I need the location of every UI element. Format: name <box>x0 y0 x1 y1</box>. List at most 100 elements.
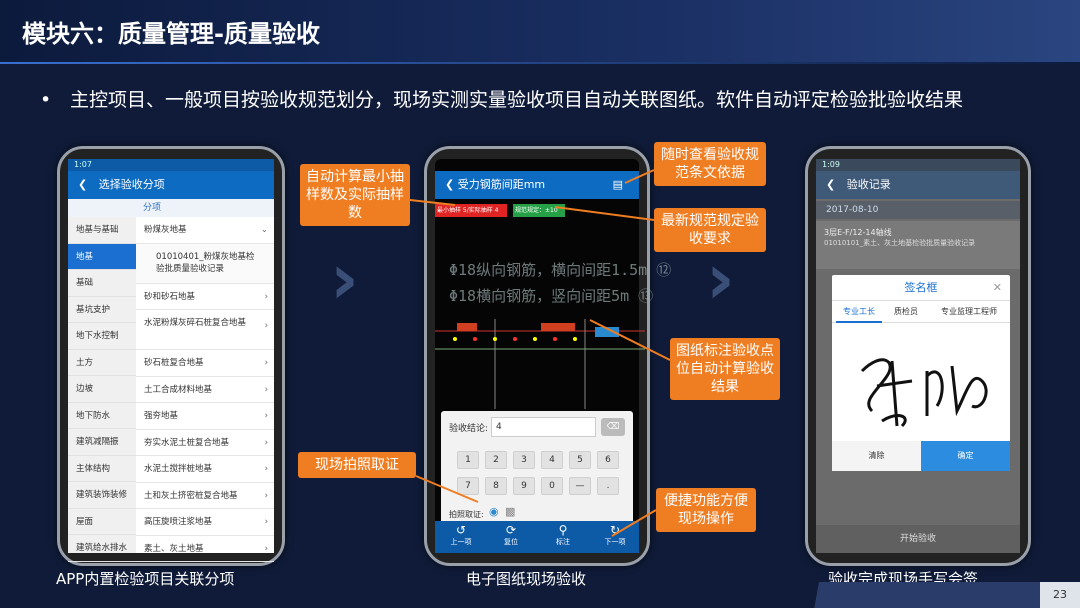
category-item-selected[interactable]: 地基 <box>68 243 136 270</box>
back-icon[interactable]: ❮ <box>826 178 836 191</box>
tab-supervisor[interactable]: 专业监理工程师 <box>941 307 997 316</box>
key-button[interactable]: 3 <box>513 451 535 469</box>
signature-buttons: 清除 确定 <box>832 441 1010 471</box>
chevron-right-icon: › <box>264 411 268 421</box>
subitem-label: 素土、灰土地基 <box>144 543 204 554</box>
chevron-right-icon: › <box>706 238 735 320</box>
subitem-row[interactable]: 砂和砂石地基› <box>136 284 274 310</box>
record-date: 2017-08-10 <box>816 201 1020 219</box>
signature-dialog: 签名框✕ 专业工长 质检员 专业监理工程师 清除 确定 <box>832 275 1010 471</box>
callout-auto-calc: 自动计算最小抽样数及实际抽样数 <box>300 164 410 226</box>
category-item[interactable]: 建筑装饰装修 <box>68 482 136 509</box>
record-title: 3层E-F/12-14轴线 <box>824 228 892 237</box>
signer-tabs: 专业工长 质检员 专业监理工程师 <box>832 301 1010 323</box>
key-button[interactable]: 7 <box>457 477 479 495</box>
photo-label: 拍照取证: <box>449 510 484 519</box>
key-button[interactable]: — <box>569 477 591 495</box>
chevron-right-icon: › <box>264 464 268 474</box>
bottom-toolbar: ↺上一项 ⟳复位 ⚲标注 ↻下一项 <box>435 521 639 553</box>
key-button[interactable]: 4 <box>541 451 563 469</box>
subitem-label: 强夯地基 <box>144 411 179 421</box>
subitem-row[interactable]: 水泥粉煤灰碎石桩复合地基› <box>136 310 274 350</box>
book-icon[interactable]: ▤ <box>612 178 623 191</box>
category-item[interactable]: 基础 <box>68 270 136 297</box>
category-item[interactable]: 土方 <box>68 350 136 376</box>
tab-label: 下一项 <box>604 538 626 546</box>
next-item-button[interactable]: ↻下一项 <box>595 523 635 547</box>
category-list: 地基与基础 地基 基础 基坑支护 地下水控制 土方 边坡 地下防水 建筑减隔振 … <box>68 217 136 562</box>
subitem-label: 土工合成材料地基 <box>144 384 213 395</box>
key-button[interactable]: 5 <box>569 451 591 469</box>
subitem-row[interactable]: 土和灰土挤密桩复合地基› <box>136 483 274 509</box>
status-bar: 1:07 <box>68 159 274 171</box>
subitem-row[interactable]: 高压旋喷注浆地基› <box>136 509 274 536</box>
image-icon[interactable]: ▩ <box>505 505 516 518</box>
category-item[interactable]: 屋面 <box>68 509 136 535</box>
subitem-row[interactable]: 砂石桩复合地基 › <box>136 350 274 377</box>
subitem-label: 砂石桩复合地基 <box>144 358 204 368</box>
subitem-row[interactable]: 素土、灰土地基› <box>136 536 274 562</box>
category-item[interactable]: 建筑给水排水 <box>68 535 136 562</box>
subitem-row[interactable]: 夯实水泥土桩复合地基› <box>136 430 274 456</box>
category-item[interactable]: 基坑支护 <box>68 297 136 323</box>
subitem-row[interactable]: 粉煤灰地基⌄ <box>136 217 274 244</box>
chevron-right-icon: › <box>264 490 268 501</box>
phone3-screen: 1:09 ❮ 验收记录 2017-08-10 3层E-F/12-14轴线 010… <box>816 159 1020 553</box>
camera-icon[interactable]: ◉ <box>489 505 499 518</box>
category-item[interactable]: 边坡 <box>68 376 136 403</box>
phone1-nav-title: 选择验收分项 <box>98 178 165 191</box>
key-button[interactable]: 9 <box>513 477 535 495</box>
key-button[interactable]: 1 <box>457 451 479 469</box>
slide-header: 模块六：质量管理-质量验收 <box>0 0 1080 64</box>
status-bar: 1:09 <box>816 159 1020 171</box>
key-button[interactable]: 0 <box>541 477 563 495</box>
key-button[interactable]: 8 <box>485 477 507 495</box>
key-button[interactable]: . <box>597 477 619 495</box>
cad-drawing <box>435 319 645 409</box>
subitem-label: 砂和砂石地基 <box>144 291 196 302</box>
chevron-right-icon: › <box>264 358 268 368</box>
close-icon[interactable]: ✕ <box>992 281 1002 294</box>
reset-icon: ⟳ <box>505 523 517 537</box>
tab-label: 复位 <box>504 538 518 546</box>
tab-foreman[interactable]: 专业工长 <box>836 301 882 323</box>
drawing-annotation: Φ18横向钢筋，竖向间距5m ⑬ <box>449 287 654 305</box>
callout-latest-spec: 最新规范规定验收要求 <box>654 208 766 252</box>
start-acceptance-button[interactable]: 开始验收 <box>816 525 1020 553</box>
category-item[interactable]: 地基与基础 <box>68 217 136 244</box>
prev-item-button[interactable]: ↺上一项 <box>441 523 481 547</box>
tab-inspector[interactable]: 质检员 <box>894 307 918 316</box>
subitem-row[interactable]: 水泥土搅拌桩地基› <box>136 456 274 483</box>
confirm-button[interactable]: 确定 <box>921 441 1010 471</box>
subitem-record[interactable]: 01010401_粉煤灰地基检验批质量验收记录 <box>136 243 274 284</box>
subitem-row[interactable]: 强夯地基 › <box>136 403 274 430</box>
location-pin-icon: ⚲ <box>558 523 568 537</box>
acceptance-value-input[interactable]: 4 <box>491 417 596 437</box>
category-item[interactable]: 地下防水 <box>68 403 136 429</box>
chevron-right-icon: › <box>264 517 268 527</box>
callout-view-spec: 随时查看验收规范条文依据 <box>654 142 766 186</box>
keypad-label: 验收结论: <box>449 424 489 434</box>
bullet-text: 主控项目、一般项目按验收规范划分，现场实测实量验收项目自动关联图纸。软件自动评定… <box>70 89 964 111</box>
phone3-navbar: ❮ 验收记录 <box>816 171 1020 199</box>
record-item[interactable]: 3层E-F/12-14轴线 01010101_素土、灰土地基检验批质量验收记录 <box>816 221 1020 269</box>
header-divider <box>0 62 1080 64</box>
tab-label: 标注 <box>556 538 570 546</box>
backspace-icon[interactable]: ⌫ <box>601 418 625 436</box>
key-button[interactable]: 2 <box>485 451 507 469</box>
reset-button[interactable]: ⟳复位 <box>491 523 531 547</box>
record-desc: 01010101_素土、灰土地基检验批质量验收记录 <box>824 239 976 247</box>
subitem-row[interactable]: 土工合成材料地基› <box>136 377 274 403</box>
back-icon[interactable]: ❮ <box>78 178 88 191</box>
category-item[interactable]: 地下水控制 <box>68 323 136 350</box>
category-item[interactable]: 主体结构 <box>68 456 136 482</box>
handwritten-signature[interactable] <box>842 331 1002 431</box>
caption-phone1: APP内置检验项目关联分项 <box>56 570 235 588</box>
clear-button[interactable]: 清除 <box>832 441 921 471</box>
mark-button[interactable]: ⚲标注 <box>543 523 583 547</box>
arrow-right-circle-icon: ↻ <box>609 523 621 537</box>
category-item[interactable]: 建筑减隔振 <box>68 429 136 456</box>
spec-tag: 规范规定：±10 <box>513 204 565 217</box>
back-icon[interactable]: ❮ <box>445 178 455 191</box>
key-button[interactable]: 6 <box>597 451 619 469</box>
